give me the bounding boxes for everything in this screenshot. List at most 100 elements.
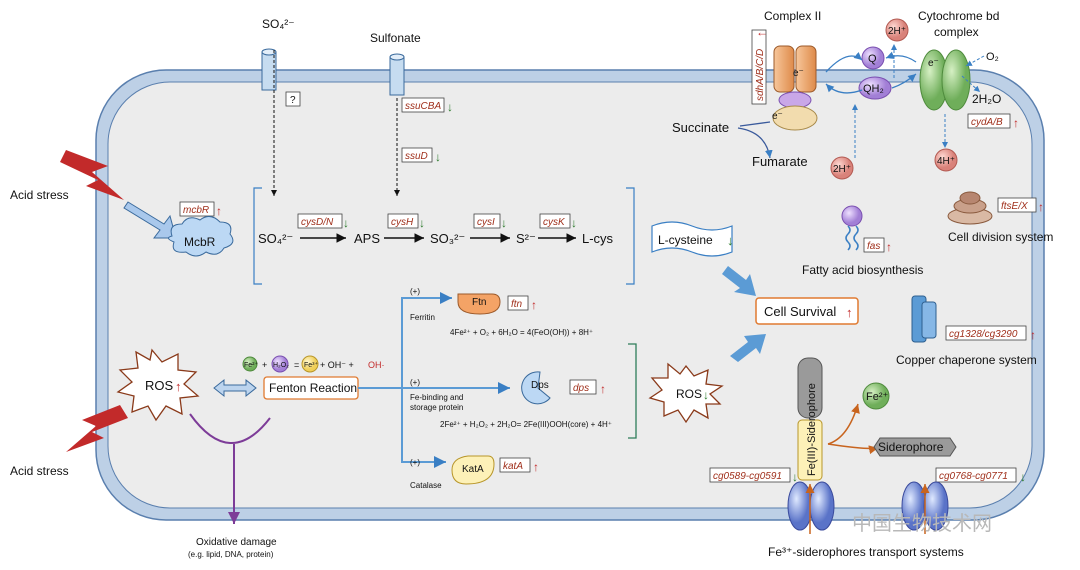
pathway-node-3: S²⁻ (516, 231, 536, 246)
complex2-title: Complex II (764, 9, 821, 23)
ros-fenton-arrow (213, 378, 257, 398)
lipid-icon (841, 205, 863, 251)
fe-siderophore-label: Fe(III)-Siderophore (806, 383, 818, 476)
svg-text:↑: ↑ (175, 379, 182, 394)
ftn-label: Ftn (472, 297, 486, 308)
bracket-right (626, 187, 635, 285)
kata-protein (451, 455, 495, 485)
ssuD-gene: ssuD (405, 151, 428, 162)
svg-text:↑: ↑ (600, 382, 606, 396)
svg-text:Fe³⁺: Fe³⁺ (304, 361, 319, 369)
q-label: Q (868, 53, 877, 65)
svg-text:↓: ↓ (703, 388, 709, 402)
kata-gene: katA (503, 461, 523, 472)
transport-gene-1: cg0589-cg0591 (713, 471, 782, 482)
svg-text:↓: ↓ (419, 216, 425, 230)
fatty-acid-label: Fatty acid biosynthesis (802, 263, 923, 277)
mcbR-gene: mcbR (183, 205, 209, 216)
fe-binding-1: Fe-binding and (410, 393, 463, 402)
signal-arrow (123, 201, 177, 239)
sulfate-label: SO₄²⁻ (262, 17, 295, 31)
svg-text:(+): (+) (410, 287, 420, 296)
sulfonate-transporter (389, 53, 405, 96)
h-bottom-bubble (830, 156, 854, 180)
sulfate-transporter (261, 48, 277, 91)
dps-label: Dps (531, 380, 549, 391)
ftn-equation: 4Fe²⁺ + O₂ + 6H₂O = 4(FeO(OH)) + 8H⁺ (450, 328, 593, 337)
lcysteine-label: L-cysteine (658, 233, 713, 247)
cydAB-gene: cydA/B (971, 117, 1003, 128)
siderophore-shape (873, 437, 957, 457)
qh2-label: QH₂ (863, 83, 884, 95)
copper-label: Copper chaperone system (896, 353, 1037, 367)
fe-siderophore-complex (797, 357, 823, 481)
fe2-molecule (862, 382, 890, 410)
svg-text:↑: ↑ (531, 298, 537, 312)
svg-text:↓: ↓ (727, 233, 734, 248)
ftsEX-gene: ftsE/X (1001, 201, 1028, 212)
ros-burst-left (116, 348, 200, 422)
svg-text:↓: ↓ (1020, 470, 1026, 484)
fas-gene: fas (867, 241, 880, 252)
lightning-icon-top (60, 150, 124, 200)
complex2-protein (772, 45, 818, 131)
bracket-left (253, 187, 262, 285)
cysK-gene: cysK (543, 217, 566, 228)
mcbR-up-arrow: ↑ (216, 204, 222, 218)
mcbR-protein: McbR (184, 235, 216, 249)
damage-curve (189, 413, 271, 444)
ssuCBA-down-arrow: ↓ (447, 100, 453, 114)
e-cytochrome: e⁻ (928, 58, 939, 69)
acid-stress-top: Acid stress (10, 188, 69, 202)
dps-protein (521, 371, 551, 405)
watermark: 中国生物技术网 (852, 512, 992, 535)
svg-text:↑: ↑ (846, 305, 853, 320)
svg-text:H₂O₂: H₂O₂ (273, 362, 289, 369)
cell-survival-box (755, 297, 859, 325)
svg-text:↓: ↓ (343, 216, 349, 230)
svg-text:↑: ↑ (1030, 328, 1036, 342)
h2o-label: 2H₂O (972, 92, 1001, 106)
svg-text:e⁻: e⁻ (772, 111, 783, 122)
h-top-bubble (885, 18, 909, 42)
svg-text:↓: ↓ (571, 216, 577, 230)
dps-equation: 2Fe²⁺ + H₂O₂ + 2H₂O= 2Fe(III)OOH(core) +… (440, 420, 612, 429)
ftn-protein (457, 293, 501, 315)
h-top: 2H⁺ (888, 26, 906, 37)
ros-to-survival-arrow (730, 334, 766, 362)
svg-text:↓: ↓ (792, 470, 798, 484)
svg-text:↑: ↑ (886, 240, 892, 254)
ros-label-left: ROS (145, 378, 174, 393)
h-bottom: 2H⁺ (833, 164, 851, 175)
svg-text:sdhA/B/C/D: sdhA/B/C/D (755, 49, 766, 101)
ros-burst-right (648, 362, 724, 424)
ssuD-down-arrow: ↓ (435, 150, 441, 164)
pathway-node-0: SO₄²⁻ (258, 231, 293, 246)
o2-label: O₂ (986, 51, 999, 63)
svg-text:+: + (262, 360, 267, 370)
lightning-icon-bottom (66, 405, 128, 452)
acid-stress-bottom: Acid stress (10, 464, 69, 478)
sulfonate-label: Sulfonate (370, 31, 421, 45)
svg-text:(+): (+) (410, 378, 420, 387)
svg-text:Fe²⁺: Fe²⁺ (244, 361, 259, 369)
transporter-1 (787, 481, 835, 531)
svg-text:↑: ↑ (1013, 116, 1019, 130)
cell-survival-label: Cell Survival (764, 304, 836, 319)
unknown-gene-box (285, 91, 301, 107)
copper-chaperone-icon (911, 295, 937, 343)
lcys-to-survival-arrow (722, 266, 756, 296)
svg-text:↑: ↑ (533, 460, 539, 474)
pathway-node-4: L-cys (582, 231, 614, 246)
succinate-label: Succinate (672, 120, 729, 135)
svg-text:←: ← (756, 25, 768, 39)
svg-text:=: = (294, 360, 299, 370)
cytochrome-title-1: Cytochrome bd (918, 9, 999, 23)
kata-label: KatA (462, 464, 484, 475)
oxidative-label: Oxidative damage (196, 537, 277, 548)
cysDN-gene: cysD/N (301, 217, 334, 228)
defense-bracket (628, 343, 637, 439)
oxidative-examples: (e.g. lipid, DNA, protein) (188, 550, 274, 559)
svg-text:(+): (+) (410, 458, 420, 467)
cytochrome-title-2: complex (934, 25, 979, 39)
